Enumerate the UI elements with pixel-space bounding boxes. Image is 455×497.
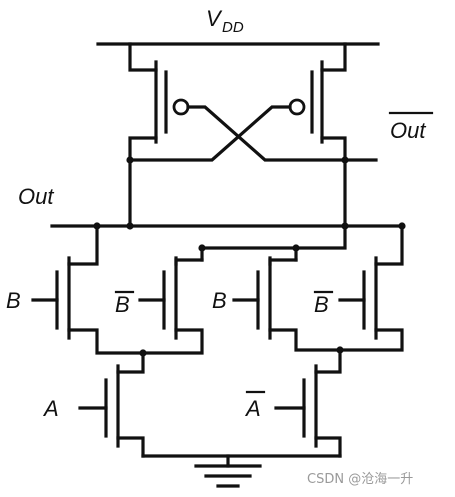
- nmos-a: [78, 351, 145, 458]
- pmos-left: [128, 42, 190, 162]
- input-abar: A: [244, 396, 261, 421]
- input-bbar-right: B: [314, 292, 329, 317]
- input-bbar-left: B: [115, 292, 130, 317]
- pmos-left-gate-bubble: [172, 98, 190, 116]
- pmos-right-gate-bubble: [288, 98, 306, 116]
- nmos-right-b: [232, 256, 342, 352]
- vdd-label: V: [206, 6, 223, 31]
- nmos-left-bbar: [138, 256, 204, 357]
- pmos-right: [288, 42, 347, 162]
- out-label: Out: [18, 184, 54, 209]
- input-b-right: B: [212, 288, 227, 313]
- out-bar-drop: [198, 158, 347, 262]
- ground-symbol: [141, 454, 342, 488]
- nmos-left-b: [31, 224, 145, 355]
- input-a: A: [42, 396, 59, 421]
- out-bar-label: Out: [390, 118, 426, 143]
- nmos-abar: [274, 348, 342, 458]
- input-b-left: B: [6, 288, 21, 313]
- vdd-subscript: DD: [222, 19, 244, 36]
- watermark-text: CSDN @沧海一升: [307, 471, 413, 487]
- cross-coupling-wires: [128, 105, 347, 162]
- out-node: [50, 156, 406, 230]
